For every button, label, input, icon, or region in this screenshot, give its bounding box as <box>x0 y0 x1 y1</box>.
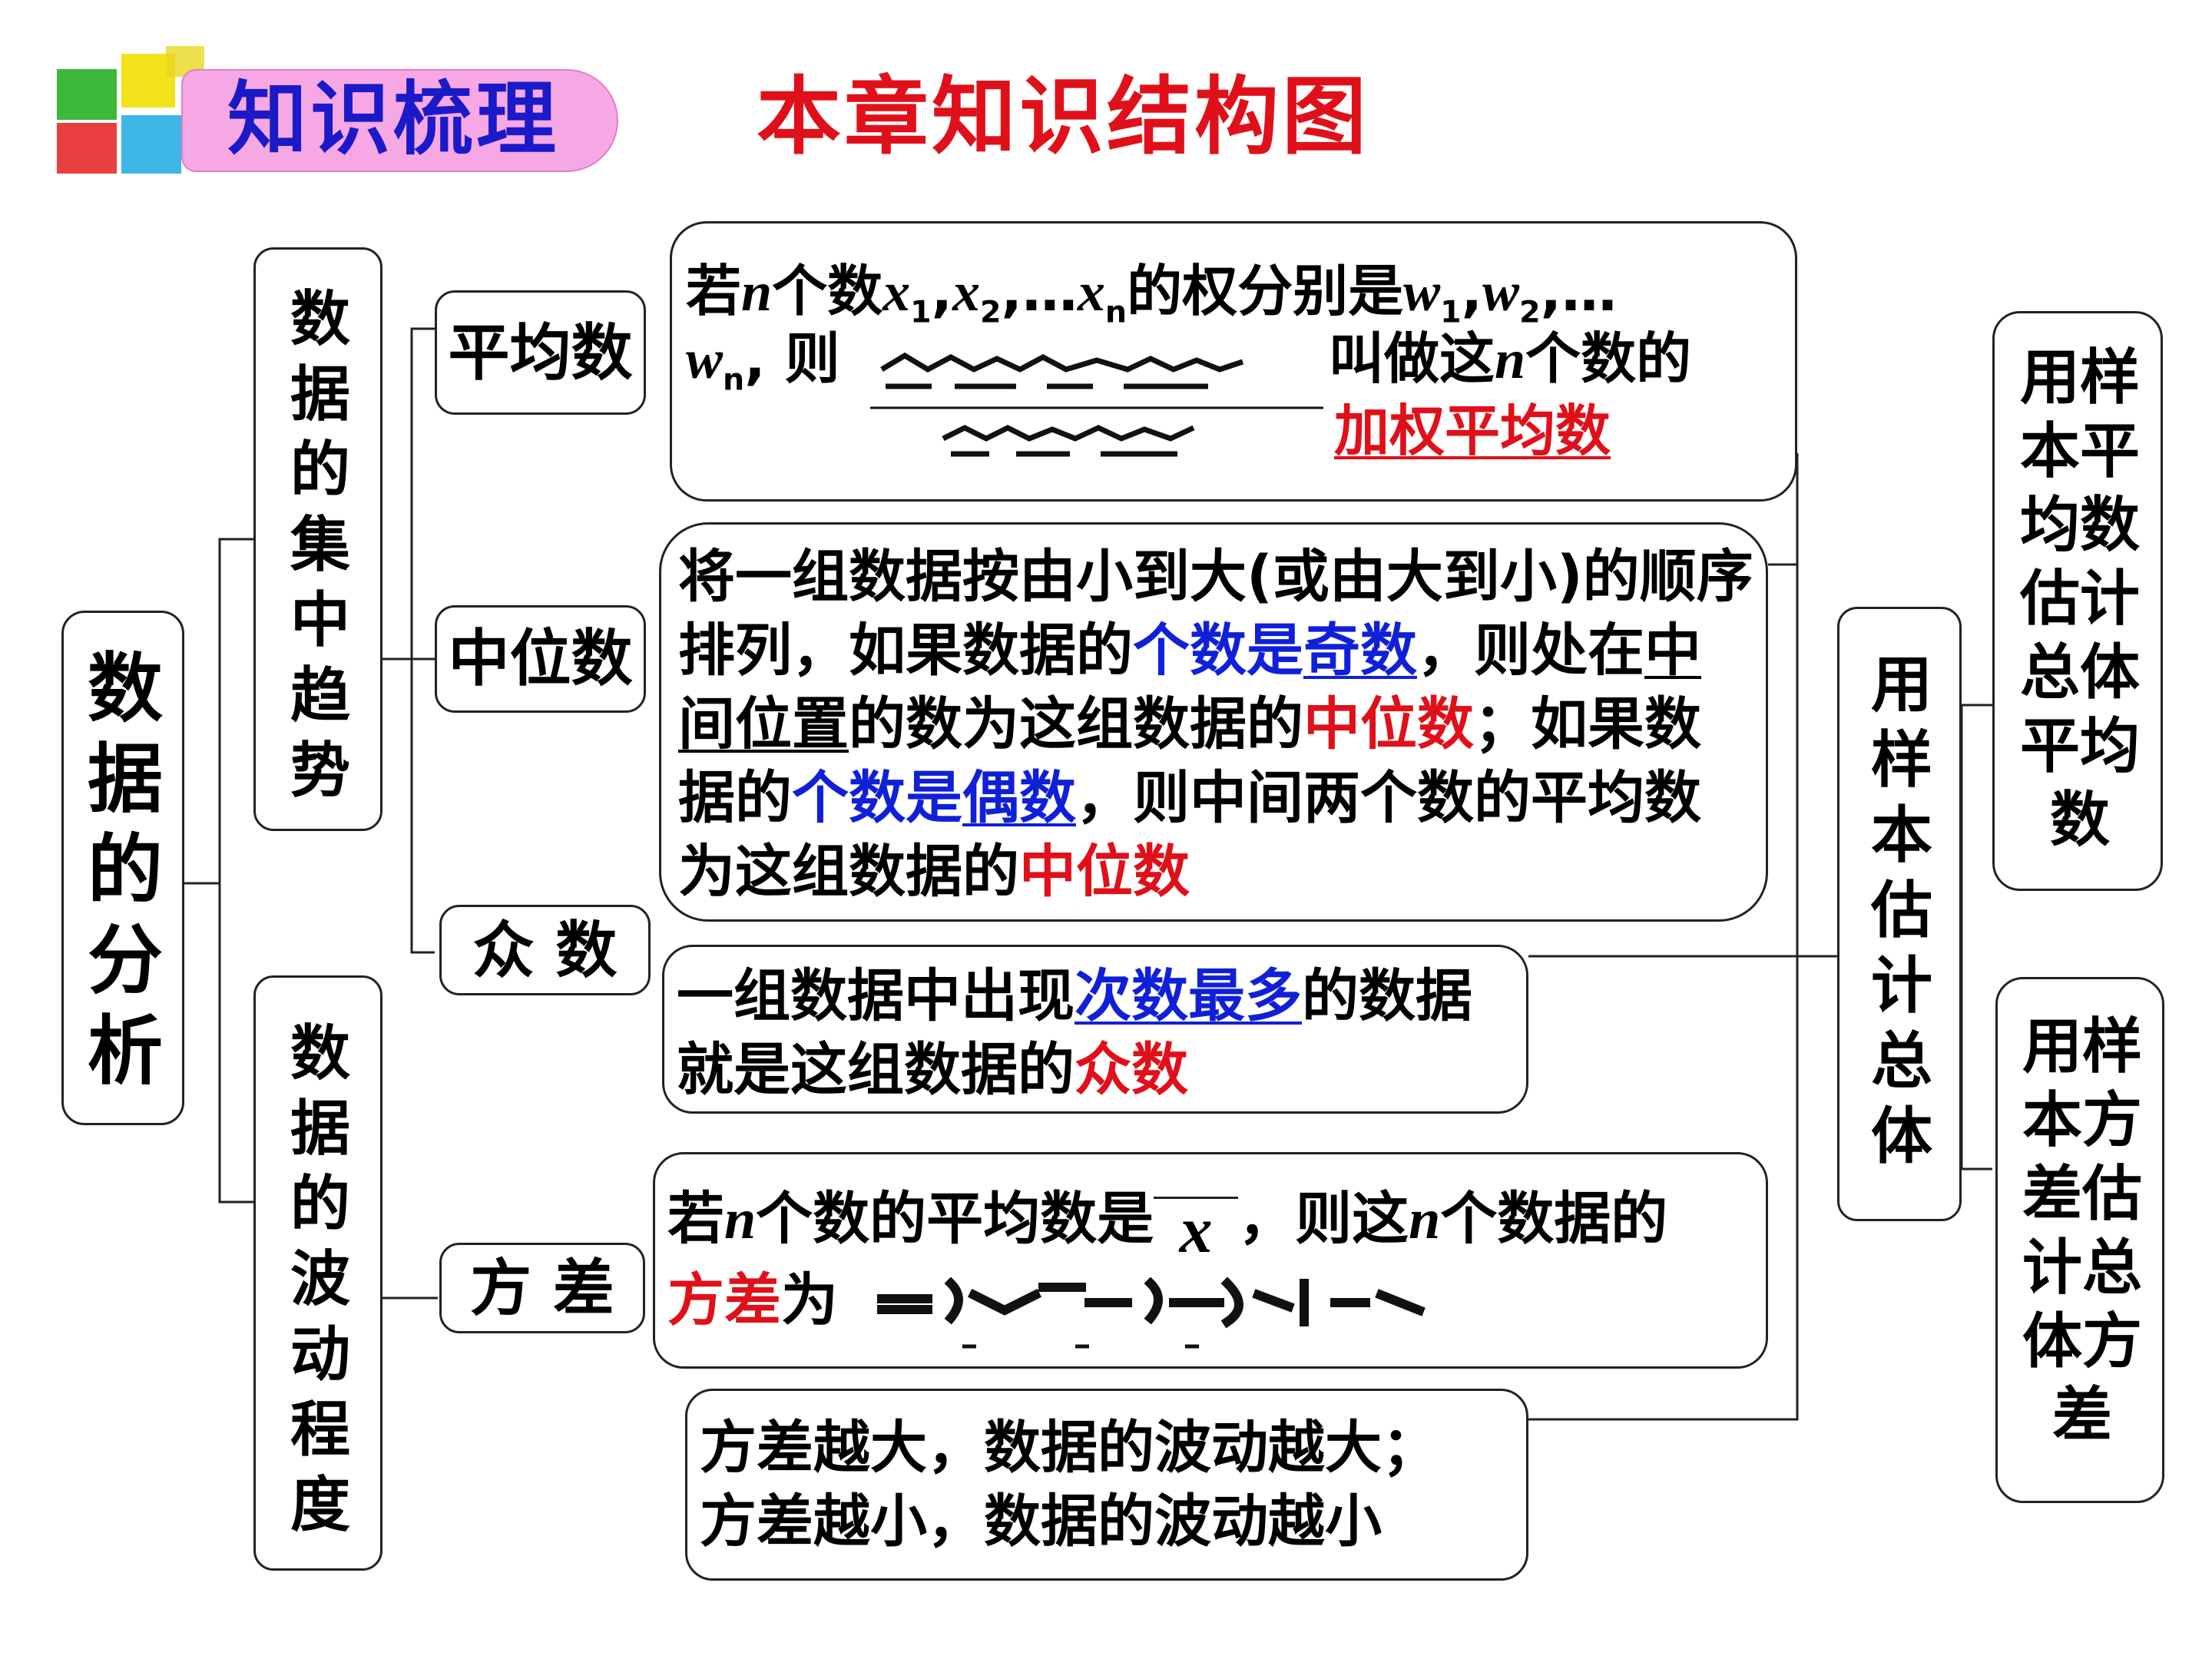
badge-label: 知识梳理 <box>227 72 560 166</box>
node-mean-label: 平均数 <box>448 317 633 389</box>
page-title: 本章知识结构图 <box>757 67 1369 166</box>
node-variance-label: 方 差 <box>470 1253 614 1324</box>
colored-cubes-icon <box>57 46 204 174</box>
variance-definition-line2: 方差为 <box>667 1267 838 1333</box>
median-definition-box: 将一组数据按由小到大(或由大到小)的顺序排列，如果数据的个数是奇数，则处在中间位… <box>659 522 1768 922</box>
root-node: 数据的分析 <box>61 611 184 1125</box>
branch-fluctuation-label: 数据的波动程度 <box>290 1019 350 1540</box>
mean-definition-tail: 叫做这n个数的 <box>1329 326 1692 391</box>
mean-x-bar: x <box>1154 1197 1239 1263</box>
node-variance: 方 差 <box>439 1243 645 1333</box>
node-mean: 平均数 <box>435 290 646 415</box>
branch-central-label: 数据的集中趋势 <box>290 285 350 806</box>
node-median: 中位数 <box>435 605 646 713</box>
mean-definition-box: 若n个数x1,x2,…xn的权分别是w1,w2,… wn, 则 叫做这n个数的 … <box>670 221 1797 502</box>
badge-pill <box>181 69 618 172</box>
weighted-mean-formula <box>870 352 1323 457</box>
estimate-item-variance-label: 用样本方差估计总体方差 <box>2022 1012 2142 1450</box>
branch-central-tendency: 数据的集中趋势 <box>253 247 382 831</box>
variance-note-box: 方差越大，数据的波动越大； 方差越小，数据的波动越小 <box>685 1389 1528 1581</box>
node-mode: 众 数 <box>439 905 651 995</box>
branch-fluctuation: 数据的波动程度 <box>253 975 382 1571</box>
estimate-label: 用样本估计总体 <box>1871 649 1932 1172</box>
estimate-item-mean: 用样本平均数估计总体平均数 <box>1992 311 2163 891</box>
estimate-item-variance: 用样本方差估计总体方差 <box>1995 977 2164 1503</box>
mean-definition-line1: 若n个数x1,x2,…xn的权分别是w1,w2,… <box>686 259 1617 330</box>
node-median-label: 中位数 <box>448 623 633 694</box>
median-definition-text: 将一组数据按由小到大(或由大到小)的顺序排列，如果数据的个数是奇数，则处在中间位… <box>678 544 1753 905</box>
mode-definition-box: 一组数据中出现次数最多的数据就是这组数据的众数 <box>662 945 1528 1114</box>
node-mode-label: 众 数 <box>472 915 618 986</box>
estimate-node: 用样本估计总体 <box>1837 607 1962 1221</box>
root-label: 数据的分析 <box>87 645 163 1095</box>
estimate-item-mean-label: 用样本平均数估计总体平均数 <box>2019 343 2140 855</box>
variance-formula <box>877 1277 1426 1349</box>
variance-note-line2: 方差越小，数据的波动越小 <box>700 1488 1382 1555</box>
mode-definition-text: 一组数据中出现次数最多的数据就是这组数据的众数 <box>677 963 1472 1103</box>
variance-note-line1: 方差越大，数据的波动越大； <box>700 1415 1439 1481</box>
weighted-mean-term: 加权平均数 <box>1334 399 1611 463</box>
mean-definition-line2: wn, 则 <box>686 326 840 398</box>
header-badge: 知识梳理 <box>51 46 627 177</box>
